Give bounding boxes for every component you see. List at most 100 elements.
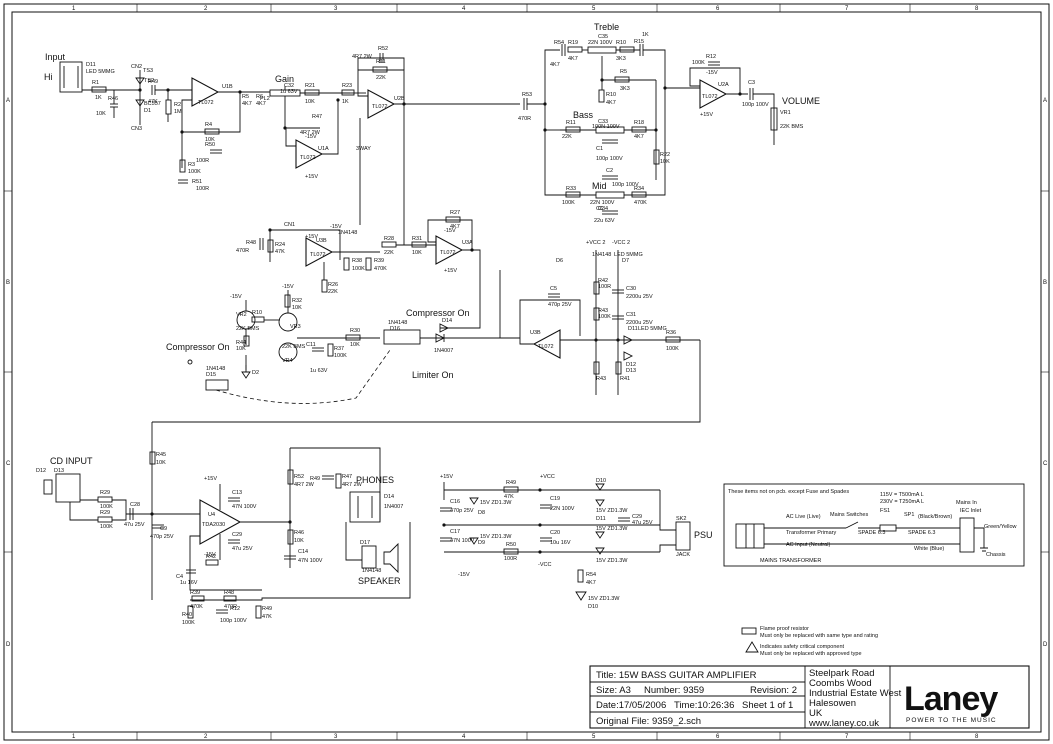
transformer-primary: Transformer Primary xyxy=(786,530,836,536)
r45-val: 100K xyxy=(598,314,611,320)
vr1-val: 1u 63V xyxy=(280,89,298,95)
c25-ref: C11 xyxy=(306,342,316,348)
r39-ref: R37 xyxy=(334,346,344,352)
r13-val: 22K xyxy=(562,134,572,140)
sw2-ref: D16 xyxy=(390,326,400,332)
u4-type: TDA2030 xyxy=(202,522,225,528)
u3b-type: TL072 xyxy=(310,252,326,258)
d6-ref: 1N4148 xyxy=(338,230,357,236)
r51-ref: R50 xyxy=(506,542,516,548)
d1-val: TS3 xyxy=(143,68,153,74)
r12-val: 10K xyxy=(156,460,166,466)
c11-ref: R53 xyxy=(522,92,532,98)
p15-b: +15V xyxy=(305,174,318,180)
compressor-on-label-1: Compressor On xyxy=(166,342,230,352)
r54-ref: R54 xyxy=(586,572,596,578)
d14-val: D11 xyxy=(596,516,606,522)
r42-val: 100K xyxy=(182,620,195,626)
pvcc1: +15V xyxy=(204,476,217,482)
c33b-ref: C29 xyxy=(632,514,642,520)
r29-ref: R29 xyxy=(100,510,110,516)
u3a-type: TL072 xyxy=(440,250,456,256)
note-flame: Flame proof resistor xyxy=(760,626,809,632)
phones-label: PHONES xyxy=(356,475,394,485)
sk1-ref: D11 xyxy=(86,62,96,68)
mains-transformer: MAINS TRANSFORMER xyxy=(760,558,821,564)
r36-val: 470K xyxy=(634,200,647,206)
m15-f: -15V xyxy=(230,294,242,300)
address-line: Coombs Wood xyxy=(809,678,872,689)
hi-label: Hi xyxy=(44,72,53,82)
c26-ref: C13 xyxy=(232,490,242,496)
col-label-bottom: 2 xyxy=(204,734,208,740)
r18-ref: R19 xyxy=(568,40,578,46)
cn2-ref: 3WAY xyxy=(356,146,371,152)
laney-logo: Laney xyxy=(904,680,998,718)
sw1-val: 1N4148 xyxy=(206,366,225,372)
ac-neutral: AC Input (Neutral) xyxy=(786,542,830,548)
r41-val: 470K xyxy=(374,266,387,272)
c17-ref: C1 xyxy=(596,146,603,152)
col-label-top: 6 xyxy=(716,6,720,12)
input-stage: Input Hi D11 LED 5MMG R1 1K R46 10K TS2 … xyxy=(44,52,270,192)
r7-val: 4K7 xyxy=(606,100,616,106)
sp1-label: SP1 xyxy=(904,512,914,518)
website-text: www.laney.co.uk xyxy=(808,718,879,729)
col-label-bottom: 5 xyxy=(592,734,596,740)
notes: Flame proof resistor Must only be replac… xyxy=(741,626,878,657)
d8-val: D7 xyxy=(622,258,629,264)
ts3-ref: 22K BMS xyxy=(282,344,306,350)
amp-u4 xyxy=(199,499,242,545)
c1-val: 10K xyxy=(96,111,106,117)
note-safety2: Must only be replaced with approved type xyxy=(760,651,862,657)
r27-ref: R28 xyxy=(384,236,394,242)
compressor-on-label-2: Compressor On xyxy=(406,308,470,318)
title-text: Title: 15W BASS GUITAR AMPLIFIER xyxy=(596,670,757,681)
m15-g: -15V xyxy=(282,284,294,290)
m15-a: CN3 xyxy=(131,126,142,132)
col-label-bottom: 8 xyxy=(975,734,979,740)
m15-b: -15V xyxy=(305,134,317,140)
p15-c: +15V xyxy=(700,112,713,118)
u2b-stage: R23 1K TL072 U2B R11 22K R52 4R7 2W 3WAY… xyxy=(341,46,560,225)
r38-val: 100K xyxy=(666,346,679,352)
speaker-icon xyxy=(383,542,399,574)
transformer-icon xyxy=(735,523,765,549)
compressor-stage: R48 470R R24 47K CN1 TL072 U3B +15V -15V… xyxy=(166,104,520,404)
r38-ref: R36 xyxy=(666,330,676,336)
u1a-type: TL072 xyxy=(300,155,316,161)
d11b-ref: 15V ZD1.3W xyxy=(596,526,628,532)
u1b-ref: U1B xyxy=(222,84,233,90)
r29-val: 100K xyxy=(100,524,113,530)
psu-connector xyxy=(675,521,691,551)
c32-ref: C28 xyxy=(130,502,140,508)
c28-ref: C16 xyxy=(450,499,460,505)
c13-ref: R54 xyxy=(554,40,564,46)
r48-ref: R47 xyxy=(342,474,352,480)
d10-ref: 15V ZD1.3W xyxy=(480,534,512,540)
r10-ref: R10 xyxy=(252,310,262,316)
u3b-ref: U3B xyxy=(316,238,327,244)
p15-a: CN2 xyxy=(131,64,142,70)
m15-h: -15V xyxy=(458,572,470,578)
r11-ref: R11 xyxy=(376,59,386,65)
r36-ref: R34 xyxy=(634,186,644,192)
r30-ref: R30 xyxy=(350,328,360,334)
c13-val: 4K7 xyxy=(550,62,560,68)
c3-ref: R48 xyxy=(246,240,256,246)
c30-val: 22N 100V xyxy=(550,506,575,512)
c3-val: 470R xyxy=(236,248,249,254)
r50-val: 47K xyxy=(504,494,514,500)
r15-ref: R44 xyxy=(236,340,246,346)
d6-val: D2 xyxy=(252,370,259,376)
d11-val: D10 xyxy=(588,604,598,610)
r7-ref: R10 xyxy=(606,92,616,98)
c2-val: 4R7 2W xyxy=(300,130,321,136)
r18-val: 4K7 xyxy=(568,56,578,62)
r3-ref: R3 xyxy=(188,162,195,168)
r4-ref: R4 xyxy=(205,122,212,128)
sk1-val: LED 5MMG xyxy=(86,69,115,75)
row-label-right: C xyxy=(1043,461,1048,467)
vr5-ref: VR1 xyxy=(780,110,791,116)
